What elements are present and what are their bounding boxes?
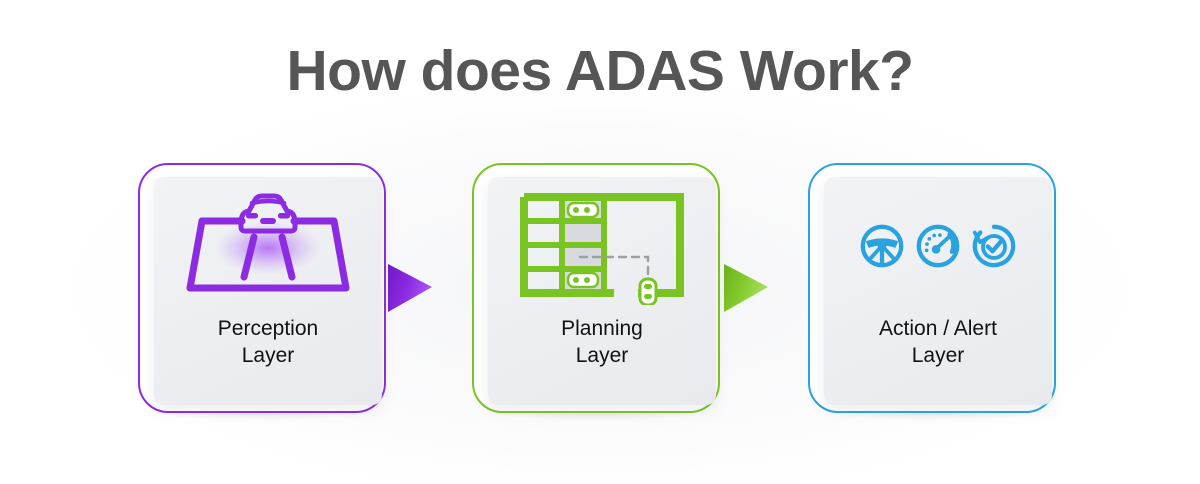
lane-marking-left bbox=[240, 233, 258, 281]
perception-icon-area bbox=[154, 177, 382, 315]
car-on-road-perception-icon bbox=[186, 193, 350, 292]
arrow-triangle bbox=[724, 264, 768, 312]
parking-lot-path-planning-icon bbox=[520, 193, 684, 305]
steering-wheel-icon bbox=[860, 224, 904, 268]
card-label-planning: Planning Layer bbox=[488, 315, 716, 369]
lane-marking-right bbox=[278, 233, 296, 281]
card-label-line2: Layer bbox=[241, 344, 295, 367]
arrow-planning-to-action bbox=[722, 262, 778, 314]
card-label-line2: Layer bbox=[911, 344, 965, 367]
card-label-action-alert: Action / Alert Layer bbox=[824, 315, 1052, 369]
card-perception-layer[interactable]: Perception Layer bbox=[138, 163, 386, 421]
ego-car-glyph bbox=[638, 277, 658, 305]
car-front-glyph bbox=[238, 193, 298, 234]
planned-path-dashed bbox=[578, 255, 650, 282]
card-label-line1: Action / Alert bbox=[879, 317, 997, 340]
action-icon-area bbox=[824, 177, 1052, 315]
perception-glow bbox=[214, 221, 322, 275]
card-panel: Action / Alert Layer bbox=[824, 177, 1052, 405]
speedometer-icon bbox=[916, 224, 960, 268]
card-label-line1: Perception bbox=[217, 317, 319, 340]
card-action-alert-layer[interactable]: Action / Alert Layer bbox=[808, 163, 1056, 421]
planning-icon-area bbox=[488, 177, 716, 315]
check-circle-alert-icon bbox=[972, 224, 1016, 268]
card-label-perception: Perception Layer bbox=[154, 315, 382, 369]
arrow-perception-to-planning bbox=[386, 262, 442, 314]
card-label-line1: Planning bbox=[561, 317, 643, 340]
parked-car-top bbox=[566, 201, 600, 219]
arrow-triangle bbox=[388, 264, 432, 312]
action-icon-row bbox=[859, 223, 1017, 269]
card-panel: Perception Layer bbox=[154, 177, 382, 405]
card-panel: Planning Layer bbox=[488, 177, 716, 405]
lot-outline-left bbox=[520, 197, 614, 297]
parked-car-bottom bbox=[566, 271, 600, 289]
road-trapezoid bbox=[186, 217, 350, 292]
page-title: How does ADAS Work? bbox=[286, 39, 914, 103]
card-planning-layer[interactable]: Planning Layer bbox=[472, 163, 720, 421]
card-label-line2: Layer bbox=[575, 344, 629, 367]
